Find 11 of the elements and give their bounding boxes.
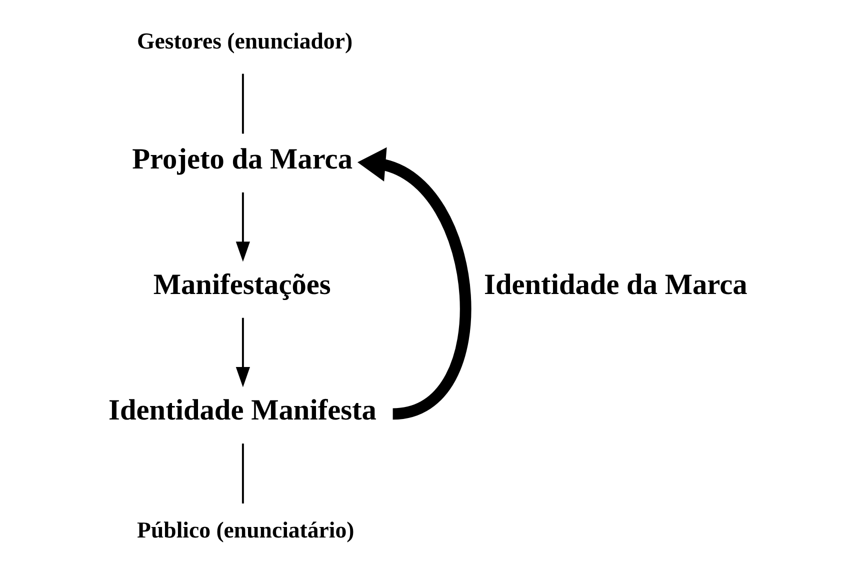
edge-label: Identidade da Marca bbox=[484, 269, 747, 302]
node-text: Identidade Manifesta bbox=[108, 394, 376, 426]
node-text: Público (enunciatário) bbox=[136, 517, 354, 542]
node-text: Gestores (enunciador) bbox=[136, 28, 352, 54]
arrow bbox=[235, 192, 250, 262]
connector bbox=[241, 74, 244, 134]
node-text: Projeto da Marca bbox=[132, 144, 352, 176]
connector bbox=[241, 444, 244, 504]
node-text: Manifestações bbox=[152, 269, 330, 302]
arrow bbox=[235, 318, 250, 388]
arrow bbox=[357, 147, 470, 420]
